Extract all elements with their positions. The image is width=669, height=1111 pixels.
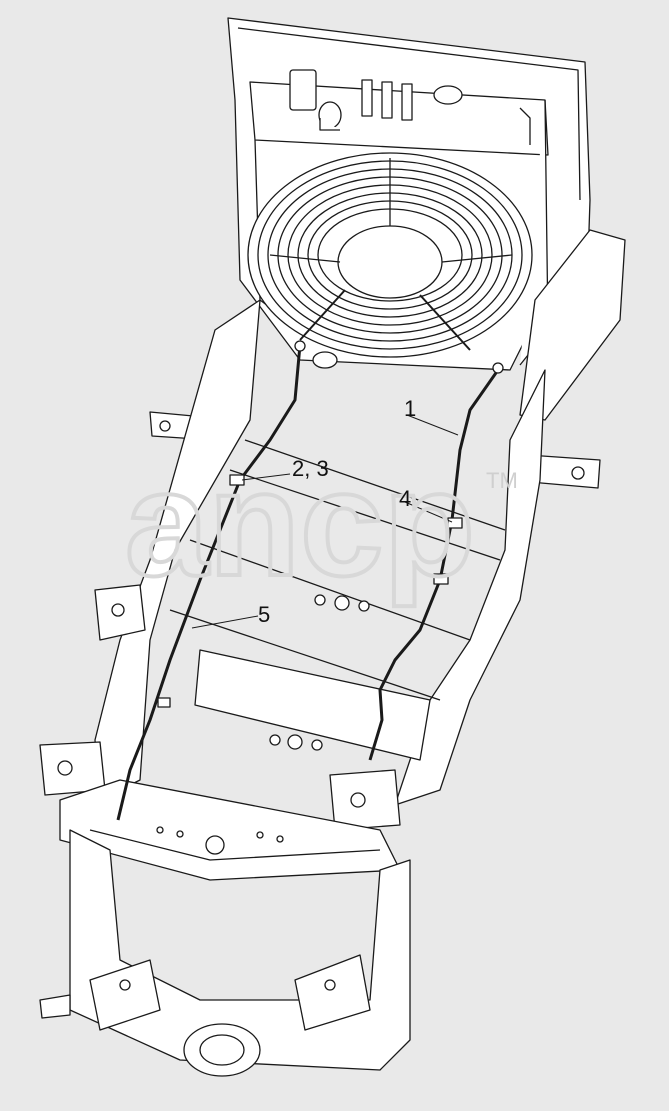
hose-5 bbox=[116, 340, 306, 821]
cross-plate-lower bbox=[59, 779, 401, 881]
cross-member-middle bbox=[194, 594, 431, 761]
callout-5: 5 bbox=[258, 602, 270, 627]
leader-lines bbox=[191, 414, 459, 629]
watermark-text: ancp bbox=[125, 439, 475, 607]
hose-1 bbox=[368, 362, 504, 761]
callout-4: 4 bbox=[399, 486, 411, 511]
mount-pads-upper bbox=[94, 584, 146, 641]
watermark-tm: TM bbox=[486, 468, 518, 493]
callout-2-3: 2, 3 bbox=[292, 456, 329, 481]
fan-guard bbox=[247, 152, 533, 369]
callout-1: 1 bbox=[404, 396, 416, 421]
mount-pads-lower bbox=[39, 741, 401, 831]
frame-bottom bbox=[39, 829, 411, 1077]
side-bracket-right bbox=[519, 229, 626, 489]
frame-rails bbox=[94, 299, 546, 806]
